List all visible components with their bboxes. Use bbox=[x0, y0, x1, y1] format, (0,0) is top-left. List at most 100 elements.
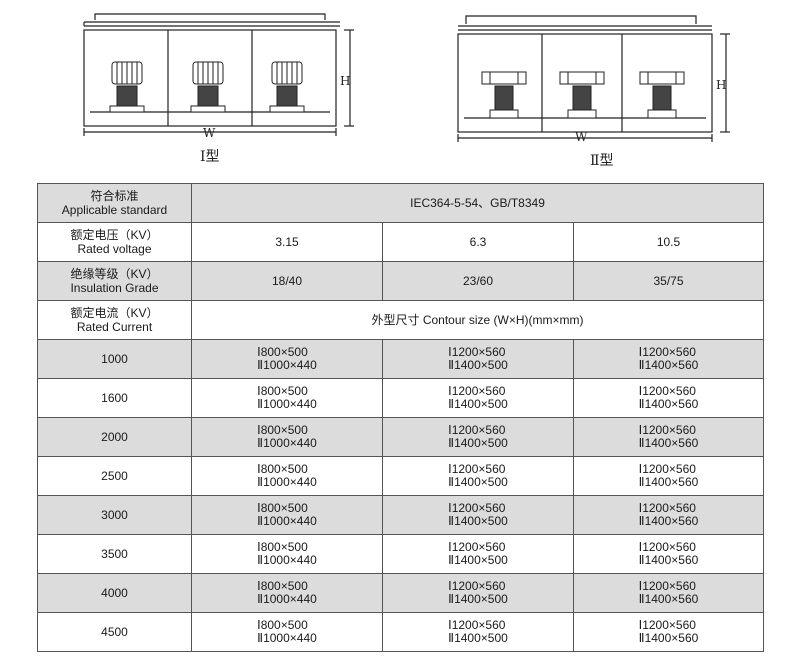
voltage-label: 额定电压（KV） Rated voltage bbox=[37, 222, 192, 262]
type-1-size: Ⅰ800×500 bbox=[257, 462, 308, 476]
type-2-size: Ⅱ1000×440 bbox=[257, 592, 317, 606]
type-1-size: Ⅰ800×500 bbox=[257, 423, 308, 437]
type-2-size: Ⅱ1400×500 bbox=[448, 358, 508, 372]
type-1-size: Ⅰ1200×560 bbox=[448, 501, 506, 515]
rated-current-value: 4500 bbox=[37, 612, 192, 652]
type-1-diagram: W H Ⅰ型 bbox=[70, 0, 370, 180]
type-2-size: Ⅱ1000×440 bbox=[257, 553, 317, 567]
insulation-value: 35/75 bbox=[573, 261, 764, 301]
type-1-size: Ⅰ1200×560 bbox=[638, 462, 696, 476]
type-2-size: Ⅱ1400×560 bbox=[638, 475, 699, 489]
type-2-size: Ⅱ1400×500 bbox=[448, 592, 508, 606]
type-1-label: Ⅰ型 bbox=[200, 149, 220, 165]
type-1-size: Ⅰ800×500 bbox=[257, 345, 308, 359]
rated-current-value: 1000 bbox=[37, 339, 192, 379]
type-2-size: Ⅱ1000×440 bbox=[257, 631, 317, 645]
type-1-size: Ⅰ1200×560 bbox=[638, 501, 696, 515]
voltage-value: 6.3 bbox=[382, 222, 574, 262]
type-2-size: Ⅱ1400×500 bbox=[448, 514, 508, 528]
rated-current-value: 2500 bbox=[37, 456, 192, 496]
type-2-size: Ⅱ1400×500 bbox=[448, 553, 508, 567]
current-label-zh: 额定电流（KV） bbox=[70, 306, 159, 320]
type-2-size: Ⅱ1400×560 bbox=[638, 358, 699, 372]
type-2-size: Ⅱ1000×440 bbox=[257, 397, 317, 411]
insulation-label-zh: 绝缘等级（KV） bbox=[70, 267, 159, 281]
height-dimension-label: H bbox=[340, 74, 351, 88]
type-1-size: Ⅰ1200×560 bbox=[448, 384, 506, 398]
type-1-size: Ⅰ800×500 bbox=[257, 540, 308, 554]
type-1-size: Ⅰ1200×560 bbox=[448, 618, 506, 632]
height-dimension-label: H bbox=[716, 78, 727, 92]
type-1-size: Ⅰ800×500 bbox=[257, 579, 308, 593]
voltage-label-en: Rated voltage bbox=[77, 242, 152, 256]
type-2-diagram: W H Ⅱ型 bbox=[450, 0, 750, 180]
insulation-value: 18/40 bbox=[191, 261, 383, 301]
voltage-value: 10.5 bbox=[573, 222, 764, 262]
type-1-size: Ⅰ800×500 bbox=[257, 618, 308, 632]
rated-current-value: 2000 bbox=[37, 417, 192, 457]
type-1-size: Ⅰ1200×560 bbox=[448, 462, 506, 476]
type-1-size: Ⅰ1200×560 bbox=[448, 540, 506, 554]
type-2-size: Ⅱ1000×440 bbox=[257, 358, 317, 372]
current-header-row: 额定电流（KV） Rated Current 外型尺寸 Contour size… bbox=[37, 300, 764, 340]
insulation-label-en: Insulation Grade bbox=[70, 281, 159, 295]
type-1-size: Ⅰ1200×560 bbox=[638, 423, 696, 437]
insulation-value: 23/60 bbox=[382, 261, 574, 301]
type-2-size: Ⅱ1400×560 bbox=[638, 592, 699, 606]
voltage-value: 3.15 bbox=[191, 222, 383, 262]
type-2-size: Ⅱ1000×440 bbox=[257, 436, 317, 450]
type-2-size: Ⅱ1400×500 bbox=[448, 631, 508, 645]
type-2-size: Ⅱ1400×560 bbox=[638, 631, 699, 645]
rated-current-value: 3000 bbox=[37, 495, 192, 535]
insulation-label: 绝缘等级（KV） Insulation Grade bbox=[37, 261, 192, 301]
rated-current-value: 3500 bbox=[37, 534, 192, 574]
type-1-size: Ⅰ1200×560 bbox=[448, 423, 506, 437]
type-1-size: Ⅰ1200×560 bbox=[638, 579, 696, 593]
current-label-en: Rated Current bbox=[76, 320, 153, 334]
voltage-row: 额定电压（KV） Rated voltage 3.15 6.3 10.5 bbox=[37, 222, 764, 262]
type-2-size: Ⅱ1000×440 bbox=[257, 514, 317, 528]
type-2-size: Ⅱ1400×500 bbox=[448, 397, 508, 411]
type-1-size: Ⅰ1200×560 bbox=[638, 618, 696, 632]
standard-value: IEC364-5-54、GB/T8349 bbox=[191, 183, 764, 223]
